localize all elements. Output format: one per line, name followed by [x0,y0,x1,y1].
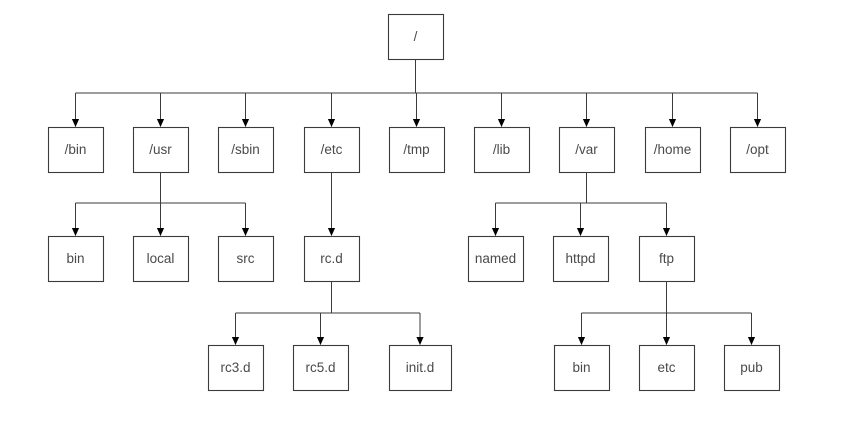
node-box-var_named [467,235,525,283]
node-label-ftp_pub: pub [740,360,763,375]
tree-node-tmp[interactable]: /tmp [388,126,446,174]
node-label-root: / [414,29,418,44]
node-box-usr_local [132,235,190,283]
node-label-ftp_bin: bin [572,360,590,375]
arrow-head-lib [497,119,506,127]
arrow-head-home [668,119,677,127]
node-label-ftp_etc: etc [657,360,675,375]
node-label-var_named: named [475,251,516,266]
arrow-head-initd [416,337,424,345]
tree-node-lib[interactable]: /lib [473,126,531,174]
node-box-root [387,13,445,61]
arrow-head-var_ftp [662,228,671,236]
tree-node-usr_src[interactable]: src [217,235,275,283]
node-box-ftp_etc [638,344,696,392]
node-box-var_ftp [638,235,696,283]
node-label-initd: init.d [406,360,435,375]
node-box-ftp_bin [553,344,611,392]
tree-node-sbin[interactable]: /sbin [217,126,275,174]
arrow-head-usr_local [156,228,165,236]
node-box-etc_rcd [303,235,361,283]
node-box-usr [132,126,190,174]
tree-node-initd[interactable]: init.d [388,344,453,392]
arrow-head-etc_rcd [327,228,336,236]
node-label-var: /var [575,142,598,157]
tree-node-etc[interactable]: /etc [303,126,361,174]
arrow-head-var_httpd [576,228,585,236]
node-label-etc_rcd: rc.d [320,251,343,266]
arrow-head-usr [156,119,165,127]
tree-node-home[interactable]: /home [644,126,702,174]
arrow-head-tmp [412,119,421,127]
tree-node-ftp_bin[interactable]: bin [553,344,611,392]
tree-node-rc5d[interactable]: rc5.d [292,344,350,392]
nodes-layer: / /bin/usr/sbin/etc/tmp/lib/var/home/opt b… [47,13,787,392]
node-box-home [644,126,702,174]
node-label-rc3d: rc3.d [220,360,250,375]
arrow-head-bin [71,119,80,127]
tree-node-usr_bin[interactable]: bin [47,235,105,283]
arrow-head-ftp_bin [577,337,586,345]
node-box-var_httpd [552,235,610,283]
node-label-tmp: /tmp [403,142,429,157]
tree-node-var[interactable]: /var [558,126,616,174]
tree-node-root[interactable]: / [387,13,445,61]
node-box-tmp [388,126,446,174]
tree-node-var_ftp[interactable]: ftp [638,235,696,283]
node-box-etc [303,126,361,174]
tree-node-rc3d[interactable]: rc3.d [207,344,265,392]
node-label-sbin: /sbin [231,142,260,157]
tree-node-usr[interactable]: /usr [132,126,190,174]
arrow-head-rc3d [231,337,240,345]
node-label-lib: /lib [493,142,510,157]
arrow-head-ftp_etc [662,337,671,345]
node-label-home: /home [654,142,692,157]
node-label-usr_local: local [147,251,175,266]
edges-layer [71,59,762,345]
node-box-var [558,126,616,174]
tree-node-var_httpd[interactable]: httpd [552,235,610,283]
node-box-usr_bin [47,235,105,283]
arrow-head-var [582,119,591,127]
arrow-head-rc5d [316,337,325,345]
arrow-head-sbin [241,119,250,127]
tree-node-etc_rcd[interactable]: rc.d [303,235,361,283]
node-box-bin [47,126,105,174]
node-box-ftp_pub [723,344,781,392]
tree-node-ftp_etc[interactable]: etc [638,344,696,392]
arrow-head-usr_bin [71,228,80,236]
node-box-rc5d [292,344,350,392]
arrow-head-usr_src [241,228,250,236]
node-box-initd [388,344,453,392]
tree-node-opt[interactable]: /opt [729,126,787,174]
node-label-etc: /etc [321,142,343,157]
node-label-rc5d: rc5.d [305,360,335,375]
arrow-head-var_named [491,228,500,236]
node-box-sbin [217,126,275,174]
tree-node-var_named[interactable]: named [467,235,525,283]
node-label-opt: /opt [746,142,769,157]
node-label-usr: /usr [149,142,172,157]
node-label-usr_src: src [237,251,255,266]
tree-node-usr_local[interactable]: local [132,235,190,283]
node-box-opt [729,126,787,174]
node-label-var_httpd: httpd [565,251,595,266]
arrow-head-opt [753,119,762,127]
node-label-var_ftp: ftp [659,251,674,266]
tree-node-bin[interactable]: /bin [47,126,105,174]
arrow-head-etc [327,119,336,127]
node-box-rc3d [207,344,265,392]
arrow-head-ftp_pub [747,337,756,345]
node-label-bin: /bin [65,142,87,157]
tree-node-ftp_pub[interactable]: pub [723,344,781,392]
node-label-usr_bin: bin [66,251,84,266]
node-box-usr_src [217,235,275,283]
node-box-lib [473,126,531,174]
